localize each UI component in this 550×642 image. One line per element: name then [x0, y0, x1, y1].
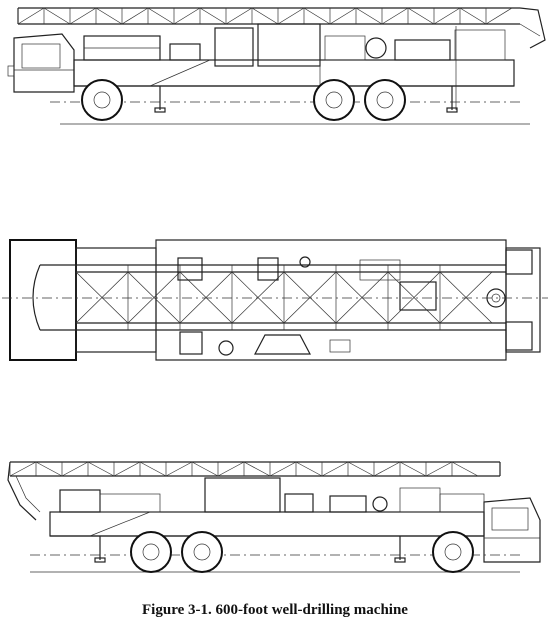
mast-truss-bottom [7, 461, 501, 521]
mast-truss-top [17, 7, 546, 49]
top-view [2, 239, 548, 361]
side-view-right [7, 461, 541, 573]
wheels-right-view [130, 531, 474, 573]
figure-caption: Figure 3-1. 600-foot well-drilling machi… [142, 602, 408, 618]
side-view-left [7, 7, 546, 125]
truck-body-left [7, 23, 515, 110]
wheels-left-view [81, 79, 406, 121]
truck-body-right [49, 477, 541, 563]
